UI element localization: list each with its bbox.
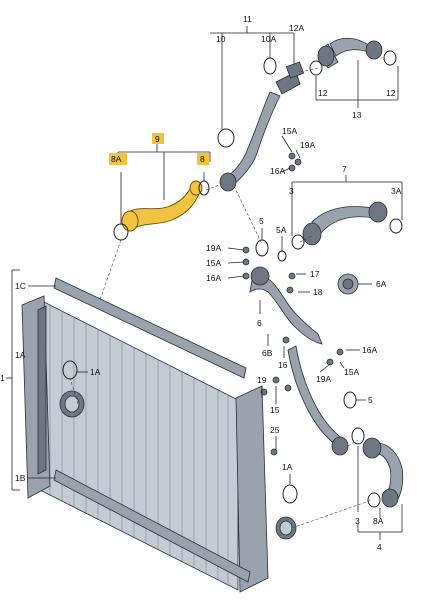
label-4: 4: [377, 542, 382, 552]
label-5A: 5A: [276, 225, 287, 235]
label-1C: 1C: [15, 281, 26, 291]
label-1A-ring: 1A: [90, 367, 101, 377]
highlight-box-9: [152, 133, 164, 144]
ring-5A: [277, 250, 287, 262]
part-12A: [285, 61, 305, 79]
dashed-connection-lines: [69, 67, 373, 529]
ring-1A-right: [282, 484, 298, 504]
ring-10: [217, 128, 235, 148]
label-9: 9: [155, 134, 160, 144]
label-6A: 6A: [376, 279, 387, 289]
hose-7: [302, 201, 388, 246]
label-19A-upper: 19A: [300, 140, 315, 150]
label-11: 11: [243, 14, 252, 24]
label-1: 1: [0, 373, 5, 383]
label-10A: 10A: [261, 34, 276, 44]
label-16A-right: 16A: [362, 345, 377, 355]
label-12-right: 12: [386, 88, 396, 98]
label-8A: 8A: [111, 154, 122, 164]
clamp-8A-ring: [113, 223, 129, 241]
label-1B: 1B: [15, 473, 26, 483]
label-16: 16: [278, 360, 288, 370]
label-5-upper: 5: [259, 216, 264, 226]
ring-4-bottom: [367, 492, 381, 508]
rail-top-1C: [53, 277, 247, 379]
ring-12-left: [309, 60, 323, 76]
sensor-6A: [337, 273, 359, 295]
label-17: 17: [310, 269, 320, 279]
hose-4: [362, 437, 404, 508]
label-1A-lower: 1A: [282, 462, 293, 472]
ring-10A: [263, 57, 277, 75]
label-1A-left: 1A: [15, 350, 26, 360]
label-3A: 3A: [391, 186, 402, 196]
hose-13: [317, 37, 383, 69]
ring-3A: [389, 218, 403, 234]
label-15A-mid: 15A: [206, 258, 221, 268]
label-8A-lower: 8A: [373, 516, 384, 526]
callout-labels: 11 12A 10 10A 12 12 13 9 8A 8 15A 19A 16…: [0, 14, 402, 552]
label-15: 15: [270, 405, 280, 415]
label-15A-upper: 15A: [282, 126, 297, 136]
highlight-box-8A: [109, 153, 127, 165]
radiator-fins: [49, 305, 229, 584]
rail-bottom-1B: [53, 469, 251, 583]
leader-lines: [6, 26, 403, 540]
label-16A-upper: 16A: [270, 166, 285, 176]
ring-3: [291, 234, 305, 250]
label-7: 7: [342, 164, 347, 174]
label-25: 25: [270, 425, 280, 435]
label-12-left: 12: [318, 88, 328, 98]
label-13: 13: [352, 110, 362, 120]
highlight-box-8: [197, 153, 209, 165]
label-19: 19: [257, 375, 267, 385]
fasteners: [242, 152, 344, 456]
label-5-lower: 5: [368, 395, 373, 405]
charge-pipe-6: [249, 266, 349, 456]
label-8: 8: [200, 154, 205, 164]
intercooler-radiator: [21, 295, 297, 593]
label-12A: 12A: [289, 23, 304, 33]
label-3: 3: [289, 186, 294, 196]
ring-12-right: [383, 50, 397, 66]
label-18: 18: [313, 287, 323, 297]
label-19A-mid: 19A: [206, 243, 221, 253]
charge-hose-9-highlighted: [121, 180, 203, 232]
label-10: 10: [216, 34, 226, 44]
label-19A-right: 19A: [316, 374, 331, 384]
ring-5-upper: [255, 239, 269, 257]
label-6B: 6B: [262, 348, 273, 358]
label-16A-mid: 16A: [206, 273, 221, 283]
ring-4-top: [351, 427, 365, 445]
ring-5-lower: [343, 391, 357, 409]
label-3-lower: 3: [355, 516, 360, 526]
label-6: 6: [257, 318, 262, 328]
label-15A-right: 15A: [344, 367, 359, 377]
